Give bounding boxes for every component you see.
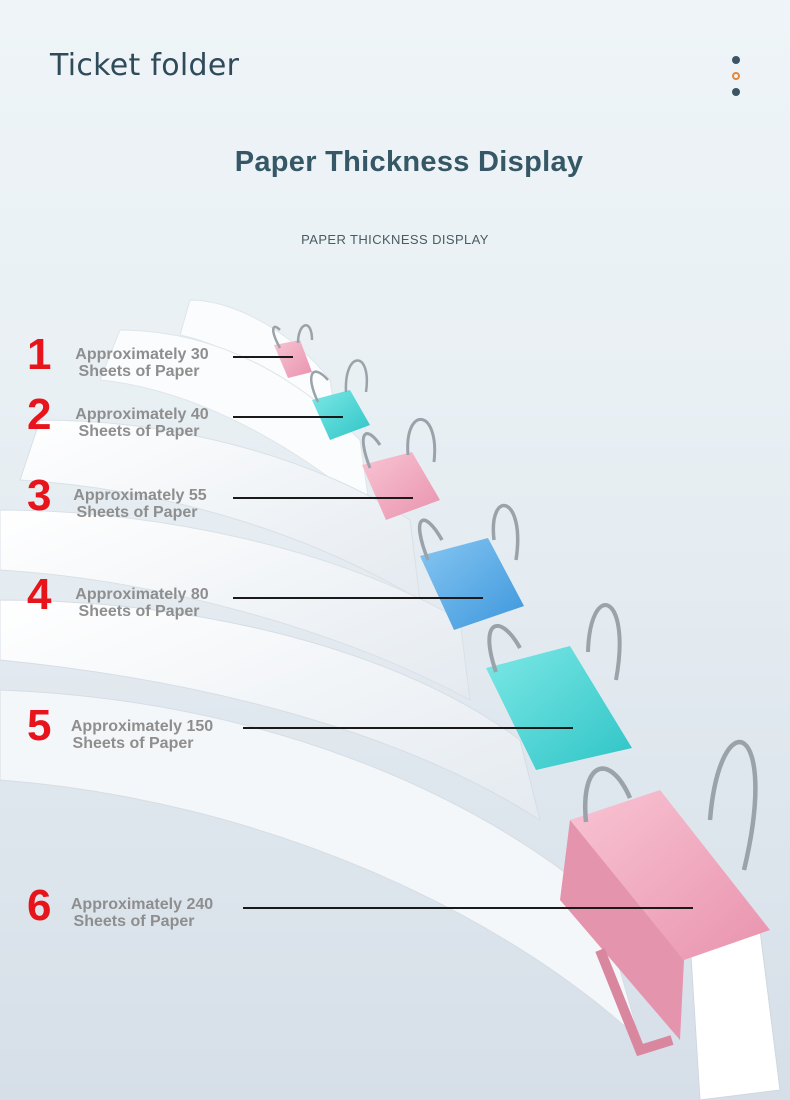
leader-line bbox=[233, 356, 293, 358]
label-desc-line1: Approximately 80 bbox=[75, 586, 209, 603]
label-desc-line1: Approximately 55 bbox=[73, 487, 207, 504]
binder-clip-6-icon bbox=[560, 739, 770, 1057]
binder-clip-1-icon bbox=[272, 324, 314, 378]
dot-top bbox=[732, 56, 740, 64]
binder-clip-5-icon bbox=[486, 603, 632, 770]
label-number: 4 bbox=[27, 570, 52, 619]
dot-middle bbox=[732, 72, 740, 80]
label-desc-line2: Sheets of Paper bbox=[76, 504, 198, 521]
vertical-dots-icon[interactable] bbox=[729, 56, 743, 100]
label-number: 5 bbox=[27, 701, 52, 750]
label-desc-line1: Approximately 40 bbox=[75, 406, 209, 423]
label-number: 3 bbox=[27, 471, 52, 520]
leader-line bbox=[233, 416, 343, 418]
leader-line bbox=[233, 497, 413, 499]
label-number: 2 bbox=[27, 390, 52, 439]
label-desc-line2: Sheets of Paper bbox=[72, 735, 194, 752]
paper-stacks bbox=[0, 299, 781, 1100]
label-number: 1 bbox=[27, 330, 52, 379]
label-desc-line1: Approximately 30 bbox=[75, 346, 209, 363]
label-desc-line2: Sheets of Paper bbox=[73, 913, 195, 930]
leader-line bbox=[233, 597, 483, 599]
label-desc-line1: Approximately 150 bbox=[70, 718, 214, 735]
label-desc-line1: Approximately 240 bbox=[70, 896, 214, 913]
label-number: 6 bbox=[27, 881, 52, 930]
dot-bottom bbox=[732, 88, 740, 96]
leader-line bbox=[243, 727, 573, 729]
label-desc-line2: Sheets of Paper bbox=[78, 363, 200, 380]
binder-clip-2-icon bbox=[310, 359, 370, 440]
page-subtitle: PAPER THICKNESS DISPLAY bbox=[301, 232, 489, 247]
leader-line bbox=[243, 907, 693, 909]
page-title: Paper Thickness Display bbox=[234, 146, 584, 178]
brand-title: Ticket folder bbox=[50, 48, 240, 83]
label-desc-line2: Sheets of Paper bbox=[78, 423, 200, 440]
label-desc-line2: Sheets of Paper bbox=[78, 603, 200, 620]
binder-clip-4-icon bbox=[417, 503, 524, 630]
binder-clip-3-icon bbox=[361, 418, 440, 520]
